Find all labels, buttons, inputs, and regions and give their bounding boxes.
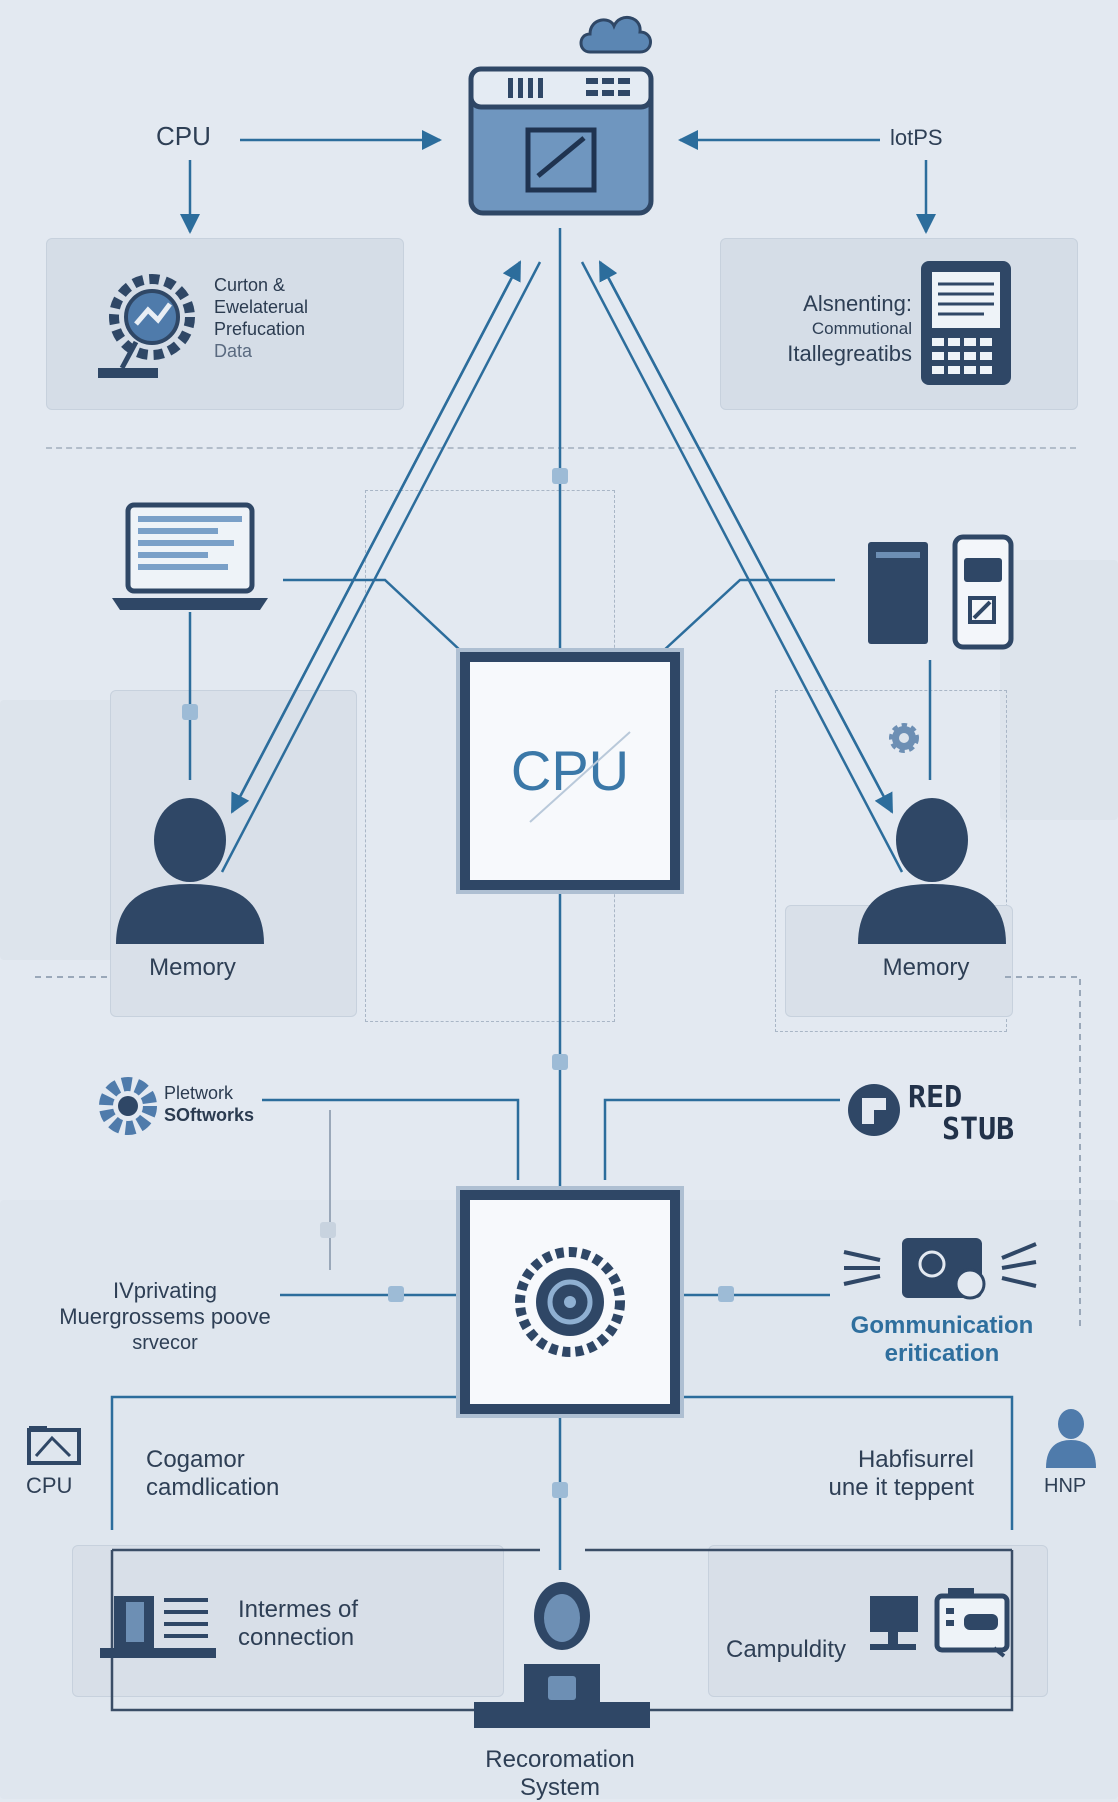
mobile-phone-icon bbox=[952, 534, 1014, 655]
right-mid-text: Gommunication eritication bbox=[850, 1312, 1034, 1367]
connector-dot bbox=[320, 1222, 336, 1238]
processor-node bbox=[460, 1190, 680, 1414]
desktop-computer-icon bbox=[866, 1592, 926, 1659]
connector-dot bbox=[552, 468, 568, 484]
card-top-left-text: Curton & Ewelaterual Prefucation Data bbox=[214, 275, 309, 361]
small-gear-icon bbox=[886, 720, 922, 761]
left-low-text: Cogamor camdlication bbox=[146, 1446, 280, 1501]
connector-dot bbox=[718, 1286, 734, 1302]
card-reader-icon bbox=[934, 1586, 1010, 1663]
right-low-text: Habfisurrel une it teppent bbox=[828, 1446, 974, 1501]
connector-dot bbox=[388, 1286, 404, 1302]
broadcast-device-icon bbox=[840, 1232, 1040, 1309]
connector-dot bbox=[552, 1482, 568, 1498]
computer-tower-icon bbox=[866, 540, 930, 651]
memory-card-left bbox=[110, 690, 357, 1017]
server-rack-icon bbox=[100, 1588, 216, 1665]
user-icon bbox=[854, 798, 1010, 949]
gear-icon bbox=[96, 1074, 160, 1143]
left-mid-text: IVprivating Muergrossems poove srvecor bbox=[59, 1278, 271, 1354]
brand-right-text: RED STUB bbox=[908, 1080, 1015, 1147]
server-device-icon bbox=[468, 66, 654, 221]
top-left-label: CPU bbox=[156, 121, 211, 151]
network-label: Pletwork SOftworks bbox=[164, 1083, 255, 1125]
document-keyboard-icon bbox=[918, 258, 1014, 393]
gear-network-icon bbox=[92, 262, 202, 387]
connector-dot bbox=[182, 704, 198, 720]
cloud-icon bbox=[576, 8, 656, 69]
bg-panel-left bbox=[0, 700, 120, 960]
connector-dot bbox=[552, 1054, 568, 1070]
bottom-right-label: Campuldity bbox=[726, 1636, 847, 1663]
card-top-left bbox=[46, 238, 404, 410]
memory-left-label: Memory bbox=[149, 954, 236, 981]
hnp-label: HNP bbox=[1044, 1475, 1087, 1497]
cpu-node: CPU bbox=[460, 652, 680, 890]
bottom-center-text: Recoromation System bbox=[485, 1746, 635, 1801]
operator-icon bbox=[474, 1580, 650, 1733]
logo-icon bbox=[844, 1080, 904, 1145]
user-icon bbox=[1044, 1408, 1098, 1473]
user-icon bbox=[112, 798, 268, 949]
bottom-left-text: Intermes of connection bbox=[238, 1596, 359, 1651]
dashed-frame-right bbox=[775, 690, 1007, 1032]
memory-right-label: Memory bbox=[882, 954, 970, 981]
bg-panel-right bbox=[1000, 560, 1118, 820]
cpu-node-sheen bbox=[529, 731, 631, 823]
target-icon bbox=[515, 1247, 625, 1357]
top-right-label: lotPS bbox=[890, 125, 943, 150]
monitor-chart-icon bbox=[26, 1424, 82, 1471]
cpu-small-label: CPU bbox=[26, 1473, 73, 1498]
card-top-right bbox=[720, 238, 1078, 410]
card-top-right-text: Alsnenting: Commutional Itallegreatibs bbox=[787, 291, 912, 366]
laptop-icon bbox=[110, 502, 270, 619]
